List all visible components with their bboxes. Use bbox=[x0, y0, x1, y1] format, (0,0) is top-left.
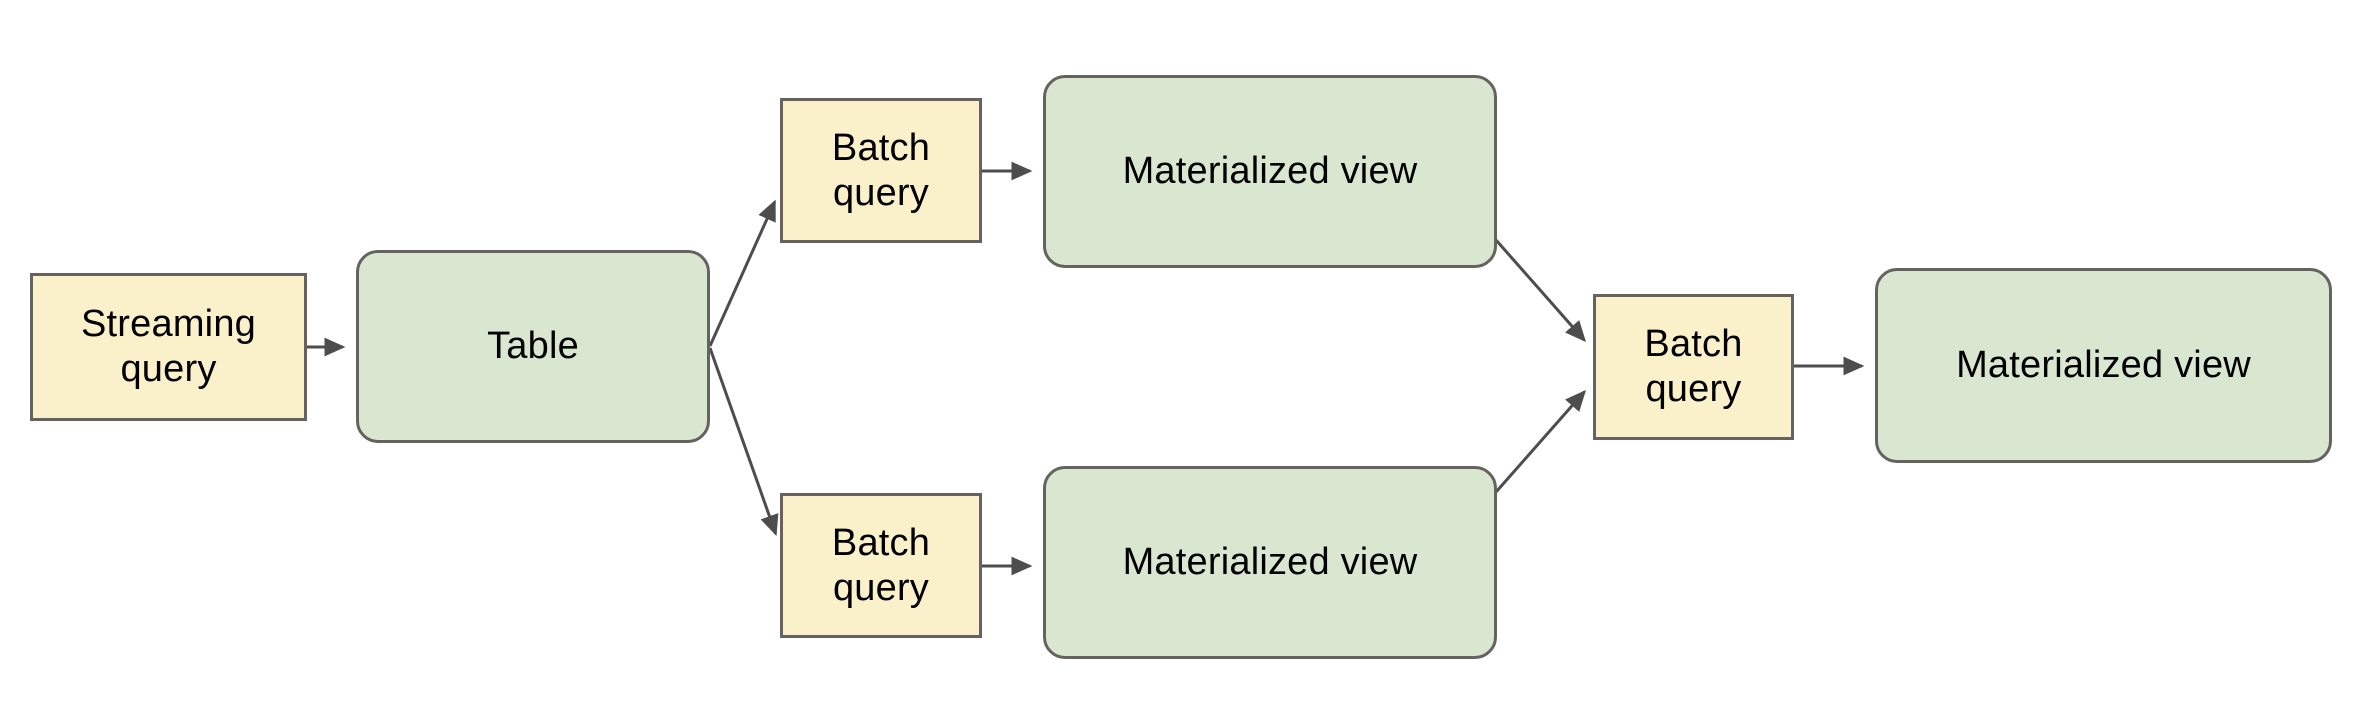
connector-e7 bbox=[1494, 389, 1586, 493]
connector-e2 bbox=[708, 199, 777, 347]
connector-e6 bbox=[1494, 239, 1586, 343]
node-label-table: Table bbox=[487, 325, 579, 368]
node-materialized-view-final[interactable]: Materialized view bbox=[1875, 268, 2332, 463]
node-table[interactable]: Table bbox=[356, 250, 710, 443]
node-label-batch-query-bottom: Batch query bbox=[831, 521, 931, 609]
node-label-batch-query-join: Batch query bbox=[1644, 323, 1743, 410]
node-label-materialized-view-top: Materialized view bbox=[1122, 150, 1418, 193]
node-label-streaming-query: Streaming query bbox=[81, 303, 256, 390]
node-label-materialized-view-bottom: Materialized view bbox=[1122, 541, 1418, 584]
node-batch-query-bottom[interactable]: Batch query bbox=[780, 493, 982, 638]
node-streaming-query[interactable]: Streaming query bbox=[30, 273, 307, 421]
node-materialized-view-top[interactable]: Materialized view bbox=[1043, 75, 1497, 268]
connector-e3 bbox=[708, 347, 779, 537]
node-label-batch-query-top: Batch query bbox=[831, 126, 931, 214]
node-batch-query-top[interactable]: Batch query bbox=[780, 98, 982, 243]
node-materialized-view-bottom[interactable]: Materialized view bbox=[1043, 466, 1497, 659]
node-batch-query-join[interactable]: Batch query bbox=[1593, 294, 1794, 440]
node-label-materialized-view-final: Materialized view bbox=[1956, 344, 2251, 387]
